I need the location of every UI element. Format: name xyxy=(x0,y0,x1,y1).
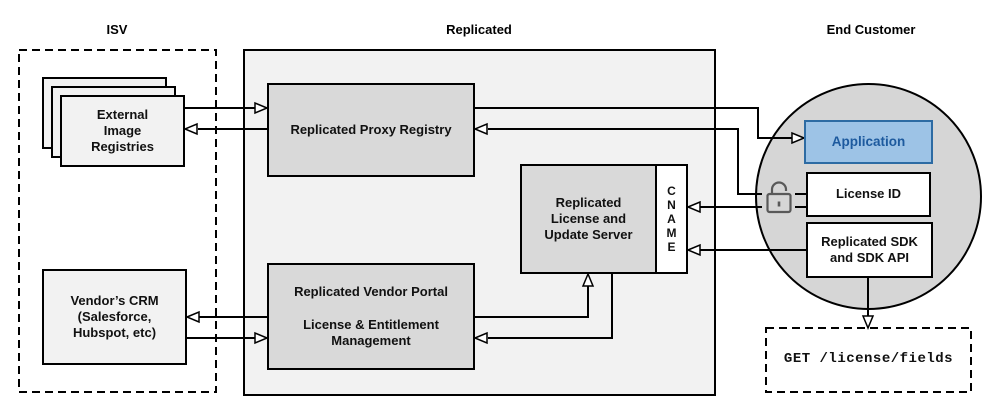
application-label: Application xyxy=(831,133,906,149)
node-application: Application xyxy=(804,120,933,164)
node-replicated-sdk: Replicated SDK and SDK API xyxy=(806,222,933,278)
replicated-proxy-registry-label: Replicated Proxy Registry xyxy=(290,121,452,137)
section-header-isv: ISV xyxy=(106,22,128,37)
section-header-end-customer: End Customer xyxy=(826,22,916,37)
replicated-vendor-portal-label: Replicated Vendor Portal License & Entit… xyxy=(294,284,448,348)
section-header-replicated: Replicated xyxy=(446,22,512,37)
node-license-id: License ID xyxy=(806,172,931,217)
node-cname: C N A M E xyxy=(655,164,688,274)
replicated-sdk-label: Replicated SDK and SDK API xyxy=(821,233,918,265)
node-replicated-proxy-registry: Replicated Proxy Registry xyxy=(267,83,475,177)
vendors-crm-label: Vendor’s CRM (Salesforce, Hubspot, etc) xyxy=(70,292,159,341)
replicated-license-update-server-label: Replicated License and Update Server xyxy=(544,194,633,243)
license-id-label: License ID xyxy=(835,186,902,202)
node-replicated-vendor-portal: Replicated Vendor Portal License & Entit… xyxy=(267,263,475,370)
get-license-fields-label: GET /license/fields xyxy=(783,351,954,368)
node-vendors-crm: Vendor’s CRM (Salesforce, Hubspot, etc) xyxy=(42,269,187,365)
node-replicated-license-update-server: Replicated License and Update Server xyxy=(520,164,657,274)
node-get-license-fields: GET /license/fields xyxy=(766,328,971,392)
cname-label: C N A M E xyxy=(666,184,677,254)
node-external-image-registries: External Image Registries xyxy=(60,95,185,167)
external-image-registries-label: External Image Registries xyxy=(91,106,154,155)
